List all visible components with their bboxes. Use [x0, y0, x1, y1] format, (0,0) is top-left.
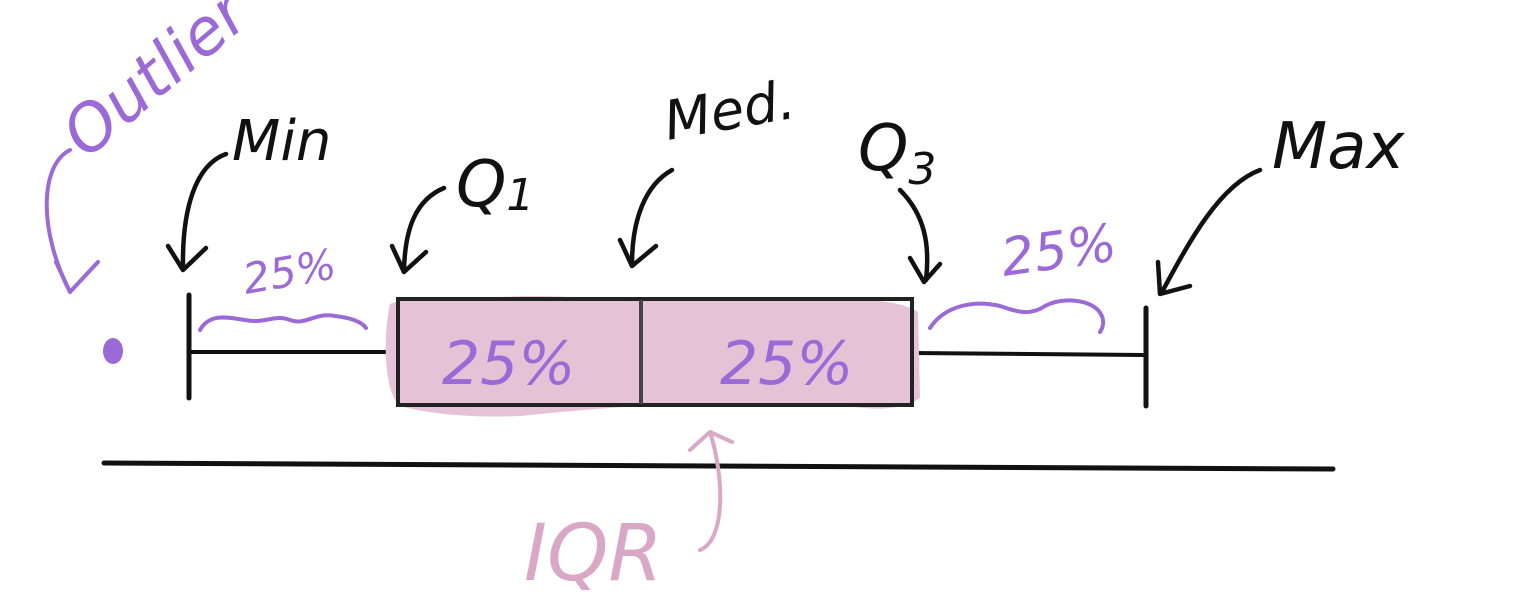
- box-right-percent: 25%: [720, 329, 853, 399]
- median-arrow: [629, 167, 675, 267]
- iqr-label: IQR: [524, 509, 663, 599]
- right-whisker-brace: [928, 298, 1106, 334]
- outlier-arrowhead: [54, 260, 100, 294]
- q1-arrowhead: [389, 243, 429, 275]
- outlier-point: [103, 338, 123, 364]
- q3-letter: Q: [858, 112, 908, 186]
- max-label: Max: [1272, 110, 1405, 184]
- q1-subscript: 1: [506, 170, 534, 221]
- right-whisker-percent: 25%: [997, 213, 1120, 289]
- min-arrow: [180, 151, 229, 271]
- median-label: Med.: [659, 68, 799, 153]
- right-whisker: [910, 351, 1145, 357]
- q3-arrow: [897, 187, 930, 283]
- q1-label: Q1: [456, 148, 534, 222]
- q3-subscript: 3: [908, 144, 936, 195]
- iqr-arrowhead: [688, 430, 734, 452]
- q1-letter: Q: [456, 148, 506, 222]
- left-whisker-brace: [198, 313, 368, 332]
- box-left-percent: 25%: [442, 329, 575, 399]
- min-arrowhead: [165, 243, 209, 273]
- left-whisker-percent: 25%: [239, 239, 339, 303]
- max-arrow: [1159, 167, 1263, 295]
- q3-arrowhead: [907, 255, 943, 285]
- iqr-box: [396, 297, 914, 407]
- q1-arrow: [401, 185, 447, 273]
- max-arrowhead: [1155, 259, 1193, 297]
- median-arrowhead: [617, 237, 659, 269]
- iqr-arrow: [698, 430, 723, 552]
- q3-label: Q3: [858, 112, 936, 195]
- box-fill: [385, 296, 920, 417]
- min-label: Min: [232, 109, 331, 174]
